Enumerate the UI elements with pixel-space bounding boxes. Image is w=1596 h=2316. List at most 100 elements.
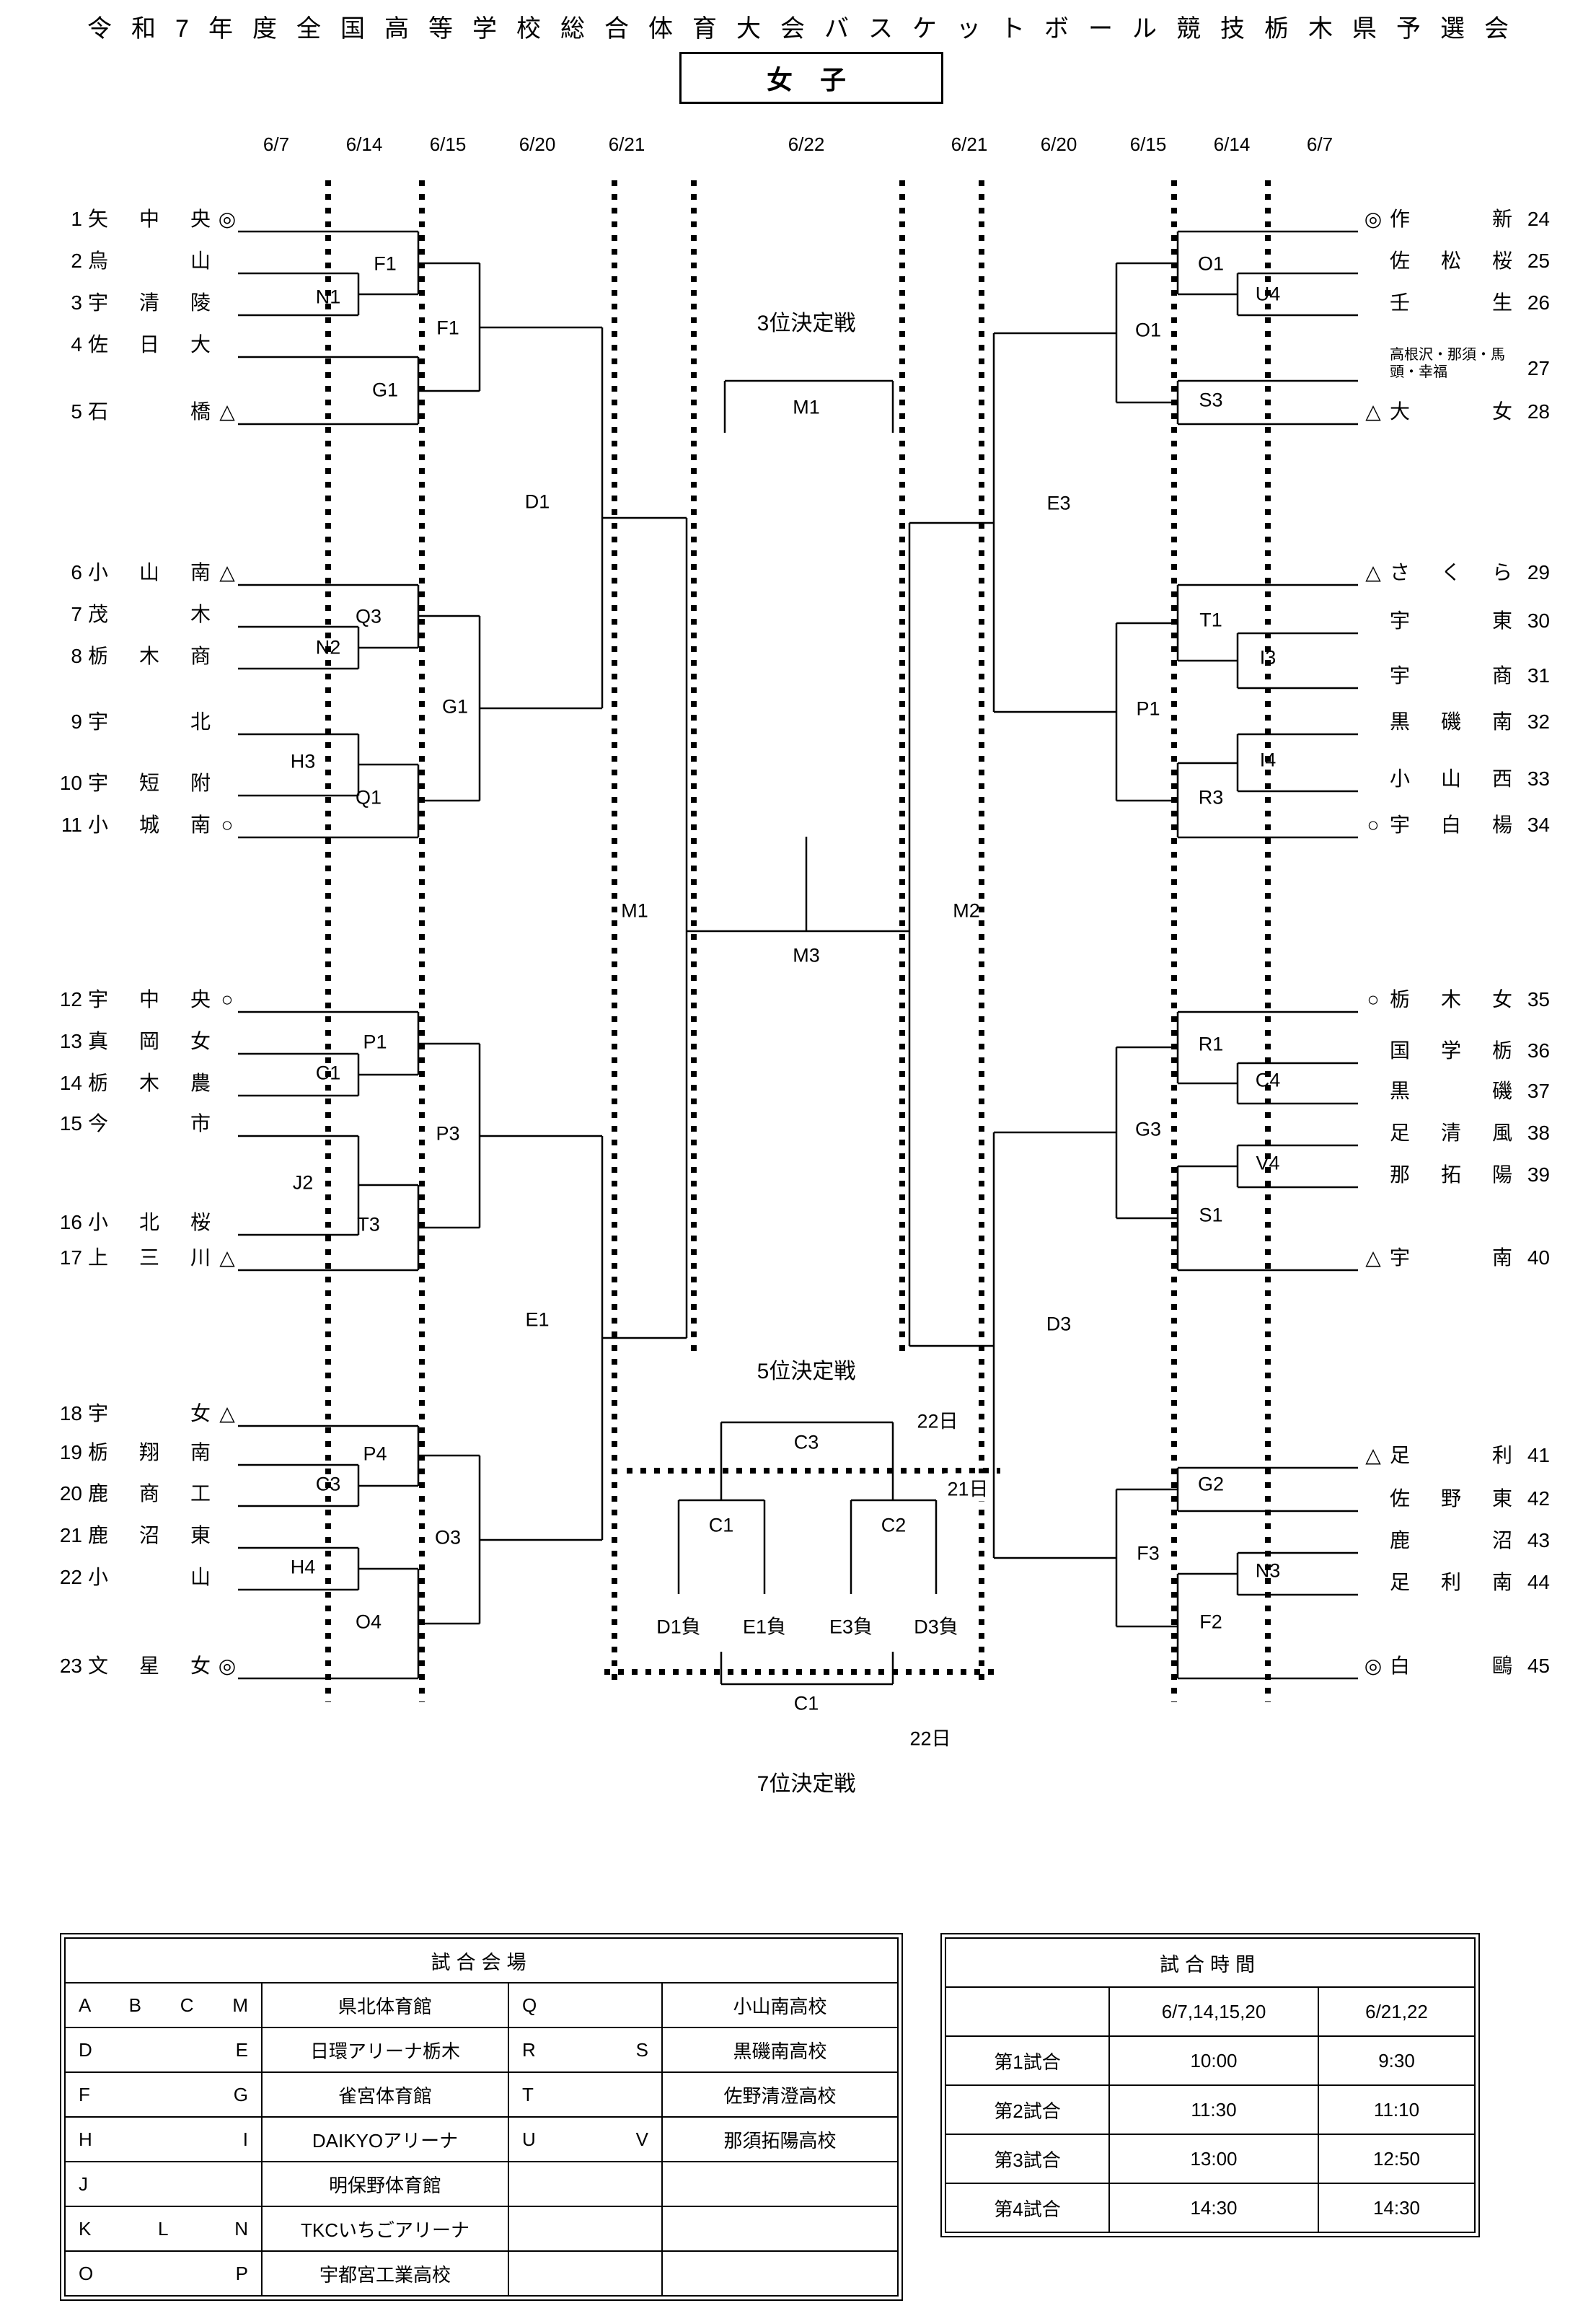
team-name: 烏 山 bbox=[88, 250, 211, 272]
venue-name: 黒磯南高校 bbox=[661, 2027, 899, 2073]
team-name: 黒 磯 南 bbox=[1390, 710, 1512, 733]
team-number: 22 bbox=[59, 1566, 82, 1588]
venue-codes: K L N bbox=[64, 2206, 263, 2252]
team-name: 鹿 沼 bbox=[1390, 1529, 1512, 1551]
team-name: 栃 木 女 bbox=[1390, 988, 1512, 1011]
team-number: 6 bbox=[71, 561, 82, 584]
fifth-final-match: C3 bbox=[790, 1431, 822, 1454]
team-name: 宇 東 bbox=[1390, 609, 1512, 632]
team-number: 25 bbox=[1527, 250, 1550, 272]
date-label: 6/14 bbox=[345, 133, 383, 155]
game-slot-label: 第1試合 bbox=[945, 2035, 1110, 2086]
match-label-o4: O4 bbox=[355, 1611, 382, 1633]
team-name: 文 星 女 bbox=[88, 1655, 211, 1677]
venue-name: 小山南高校 bbox=[661, 1982, 899, 2028]
team-name: 宇 短 附 bbox=[88, 772, 211, 794]
seed-mark: ○ bbox=[1367, 814, 1380, 836]
game-time: 11:10 bbox=[1318, 2084, 1476, 2135]
team-row-38: 足 清 風 38 bbox=[1362, 1120, 1550, 1145]
team-number: 11 bbox=[61, 814, 82, 836]
final-match: M3 bbox=[790, 944, 823, 967]
fifth-place-title: 5位決定戦 bbox=[752, 1353, 860, 1385]
match-label-f3: F3 bbox=[1137, 1542, 1160, 1564]
team-name: 足 利 南 bbox=[1390, 1571, 1512, 1593]
times-table-title: 試合時間 bbox=[945, 1937, 1476, 1988]
match-label-p1-right: P1 bbox=[1136, 697, 1160, 720]
team-number: 29 bbox=[1527, 561, 1550, 584]
team-name: 宇 白 楊 bbox=[1390, 814, 1512, 836]
venue-name: 佐野清澄高校 bbox=[661, 2071, 899, 2118]
match-label-t1: T1 bbox=[1199, 609, 1222, 631]
team-number: 45 bbox=[1527, 1655, 1550, 1677]
loser-e3-label: E3負 bbox=[826, 1611, 876, 1639]
team-name: 小 山 bbox=[88, 1566, 211, 1588]
team-name: 矢 中 央 bbox=[88, 208, 211, 230]
team-name: 足 利 bbox=[1390, 1444, 1512, 1466]
team-name: 足 清 風 bbox=[1390, 1122, 1512, 1144]
team-name: 佐 野 東 bbox=[1390, 1487, 1512, 1510]
team-number: 19 bbox=[59, 1441, 82, 1463]
team-number: 7 bbox=[71, 603, 82, 625]
venue-name: TKCいちごアリーナ bbox=[261, 2206, 509, 2252]
fifth-semi1-match: C1 bbox=[705, 1514, 737, 1537]
team-name: 小 山 西 bbox=[1390, 767, 1512, 790]
team-number: 5 bbox=[71, 400, 82, 423]
team-number: 27 bbox=[1527, 357, 1550, 379]
venue-codes: U V bbox=[508, 2116, 663, 2162]
match-label-p4: P4 bbox=[363, 1443, 387, 1465]
day-22-label: 22日 bbox=[914, 1405, 961, 1434]
loser-d3-label: D3負 bbox=[911, 1611, 961, 1639]
team-number: 28 bbox=[1527, 400, 1550, 423]
team-number: 20 bbox=[59, 1482, 82, 1505]
team-number: 38 bbox=[1527, 1122, 1550, 1144]
seed-mark: ○ bbox=[221, 988, 234, 1011]
team-name: 大 女 bbox=[1390, 400, 1512, 423]
seed-mark: △ bbox=[1365, 400, 1381, 423]
page-title: 令和7年度全国高等学校総合体育大会バスケットボール競技栃木県予選会 bbox=[87, 15, 1528, 43]
team-number: 31 bbox=[1527, 664, 1550, 687]
seed-mark: △ bbox=[219, 400, 235, 423]
match-label-t3: T3 bbox=[357, 1213, 380, 1236]
match-label-g3: G3 bbox=[1134, 1118, 1162, 1140]
team-name: 茂 木 bbox=[88, 603, 211, 625]
match-label-f1-left: F1 bbox=[374, 252, 397, 275]
match-label-n1: N1 bbox=[315, 286, 341, 308]
game-time: 10:00 bbox=[1108, 2035, 1319, 2086]
match-label-o3: O3 bbox=[434, 1526, 462, 1549]
venue-name bbox=[661, 2161, 899, 2207]
team-name: 白 鷗 bbox=[1390, 1655, 1512, 1677]
venue-codes: D E bbox=[64, 2027, 263, 2073]
team-row-7: 7 茂 木 bbox=[50, 602, 238, 627]
bracket-lines-center bbox=[677, 379, 938, 1686]
venue-codes bbox=[508, 2250, 663, 2297]
seventh-place-match: C1 bbox=[790, 1692, 822, 1715]
category-box: 女 子 bbox=[679, 52, 943, 104]
team-number: 1 bbox=[71, 208, 82, 230]
times-dates-col1: 6/7,14,15,20 bbox=[1108, 1986, 1319, 2037]
date-label: 6/7 bbox=[263, 133, 290, 155]
date-label: 6/14 bbox=[1213, 133, 1251, 155]
team-number: 17 bbox=[59, 1246, 82, 1269]
team-number: 4 bbox=[71, 333, 82, 356]
match-label-c3: C3 bbox=[315, 1473, 341, 1495]
venue-codes: F G bbox=[64, 2071, 263, 2118]
match-label-g1-r2: G1 bbox=[441, 695, 469, 718]
match-label-d1: D1 bbox=[524, 490, 550, 513]
seed-mark: ◎ bbox=[218, 208, 237, 230]
match-label-i3: I3 bbox=[1259, 646, 1277, 669]
team-number: 16 bbox=[59, 1211, 82, 1233]
venue-name: 那須拓陽高校 bbox=[661, 2116, 899, 2162]
venue-name: 日環アリーナ栃木 bbox=[261, 2027, 509, 2073]
game-time: 13:00 bbox=[1108, 2134, 1319, 2184]
